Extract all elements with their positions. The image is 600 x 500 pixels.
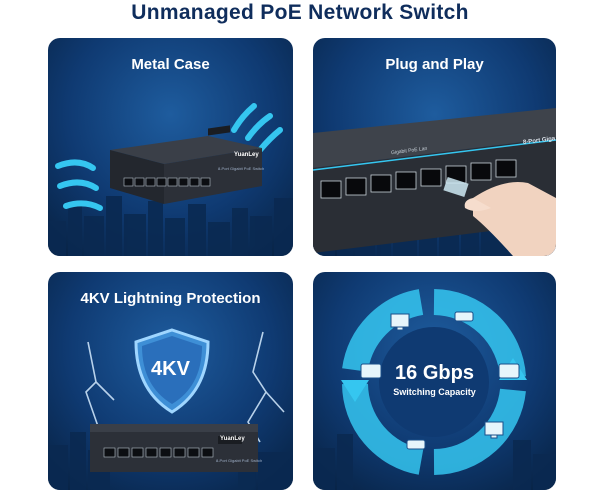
- switch-device: [55, 103, 283, 211]
- phone-icon: [360, 363, 520, 379]
- vendor-label: YuanLey: [234, 152, 259, 158]
- switching-capacity-panel: 16 Gbps Switching Capacity: [313, 272, 556, 490]
- switching-capacity-value: 16 Gbps: [395, 362, 474, 384]
- lightning-scene: [85, 328, 285, 472]
- switch-closeup: [313, 108, 556, 256]
- shield-icon: [134, 328, 210, 414]
- switching-capacity-caption: Switching Capacity: [393, 387, 476, 397]
- panel-title: Plug and Play: [385, 56, 484, 73]
- vendor-label: YuanLey: [220, 436, 245, 442]
- hand-image: [473, 182, 556, 256]
- panel-title: 4KV Lightning Protection: [80, 290, 261, 307]
- cycle-arrows-icon: [341, 289, 527, 475]
- lightning-rating-badge: 4KV: [151, 358, 190, 380]
- metal-case-panel: Metal Case YuanLey 8-Port Gigabit PoE Sw…: [48, 38, 293, 256]
- plug-and-play-panel: Plug and Play Gigabit PoE Lan 8-Port Gig…: [313, 38, 556, 256]
- page-title: Unmanaged PoE Network Switch: [131, 1, 469, 24]
- city-skyline: [48, 196, 293, 256]
- model-label: 8-Port Gigabit PoE Switch: [216, 458, 263, 463]
- city-skyline: [313, 434, 556, 490]
- lightning-protection-panel: 4KV Lightning Protection 4KV YuanLey 8-P…: [48, 272, 293, 490]
- camera-icon: [406, 311, 474, 450]
- monitor-icon: [390, 313, 504, 439]
- model-label: 8-Port Gigabit PoE Switch: [218, 166, 265, 171]
- panel-title: Metal Case: [131, 56, 210, 73]
- airflow-arrow-icon: [55, 159, 103, 211]
